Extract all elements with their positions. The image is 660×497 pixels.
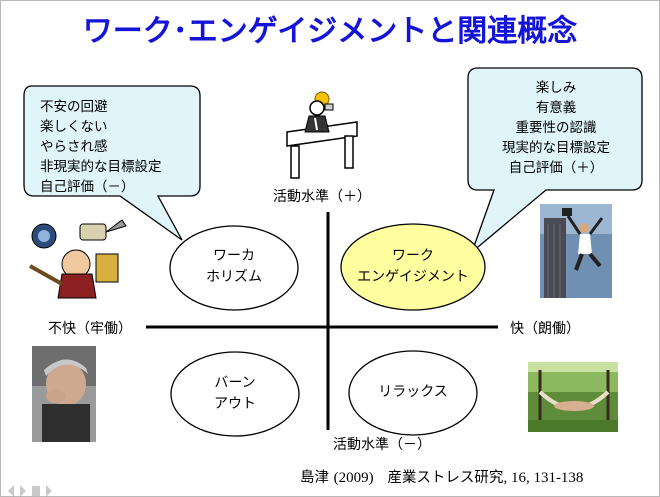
callout-left-item: 自己評価（－）	[40, 179, 135, 195]
callout-right-item: 有意義	[535, 100, 577, 116]
axis-label-top: 活動水準（＋）	[273, 189, 371, 205]
slide-title: ワーク･エンゲイジメントと関連概念	[82, 14, 578, 49]
slide-nav-icons	[8, 485, 52, 497]
jumping-businessman-photo	[540, 204, 612, 298]
callout-left-text: 不安の回避 楽しくない やらされ感 非現実的な目標設定 自己評価（－）	[40, 97, 162, 197]
callout-right-item: 自己評価（＋）	[508, 160, 604, 176]
callout-right-item: 重要性の認識	[515, 120, 597, 136]
citation-author: 島津	[300, 470, 329, 486]
citation-journal: 産業ストレス研究	[387, 470, 504, 486]
label-workaholism-line-1: ワーカ	[213, 248, 255, 264]
label-relax-line-1: リラックス	[378, 384, 448, 400]
label-workaholism-line-2: ホリズム	[206, 269, 262, 285]
label-workaholism: ワーカ ホリズム	[174, 246, 294, 288]
citation: 島津 (2009) 産業ストレス研究, 16, 131-138	[300, 466, 583, 487]
hammock-relax-photo	[528, 362, 618, 432]
label-work-engagement-line-1: ワーク	[392, 248, 434, 264]
ellipse-work-engagement	[340, 223, 486, 311]
exhausted-man-photo	[32, 346, 96, 442]
citation-year: (2009)	[333, 470, 374, 486]
label-work-engagement: ワーク エンゲイジメント	[353, 246, 473, 288]
callout-right-item: 楽しみ	[535, 80, 577, 96]
label-burnout-line-1: バーン	[214, 375, 256, 391]
ellipse-burnout	[170, 351, 300, 437]
callout-left-item: 非現実的な目標設定	[40, 159, 162, 175]
axis-label-left: 不快（牢働）	[48, 321, 132, 337]
citation-volume: , 16, 131-138	[503, 470, 584, 486]
axis-label-bottom: 活動水準（－）	[333, 437, 431, 453]
callout-left-shape	[23, 85, 201, 241]
axis-label-right: 快（朗働）	[510, 321, 580, 337]
desk-worker-illustration	[286, 91, 358, 179]
callout-left-item: 不安の回避	[40, 99, 108, 115]
label-burnout-line-2: アウト	[214, 396, 256, 412]
label-work-engagement-line-2: エンゲイジメント	[357, 269, 469, 285]
callout-right-shape	[467, 67, 643, 255]
label-burnout: バーン アウト	[175, 373, 295, 415]
callout-left-item: やらされ感	[40, 139, 108, 155]
ellipse-relax	[348, 350, 478, 436]
label-relax: リラックス	[353, 382, 473, 403]
ellipse-workaholism	[169, 225, 299, 311]
callout-right-item: 現実的な目標設定	[502, 140, 610, 156]
stressed-person-illustration	[22, 214, 132, 299]
callout-left-item: 楽しくない	[40, 119, 108, 135]
callout-right-text: 楽しみ 有意義 重要性の認識 現実的な目標設定 自己評価（＋）	[478, 78, 634, 178]
